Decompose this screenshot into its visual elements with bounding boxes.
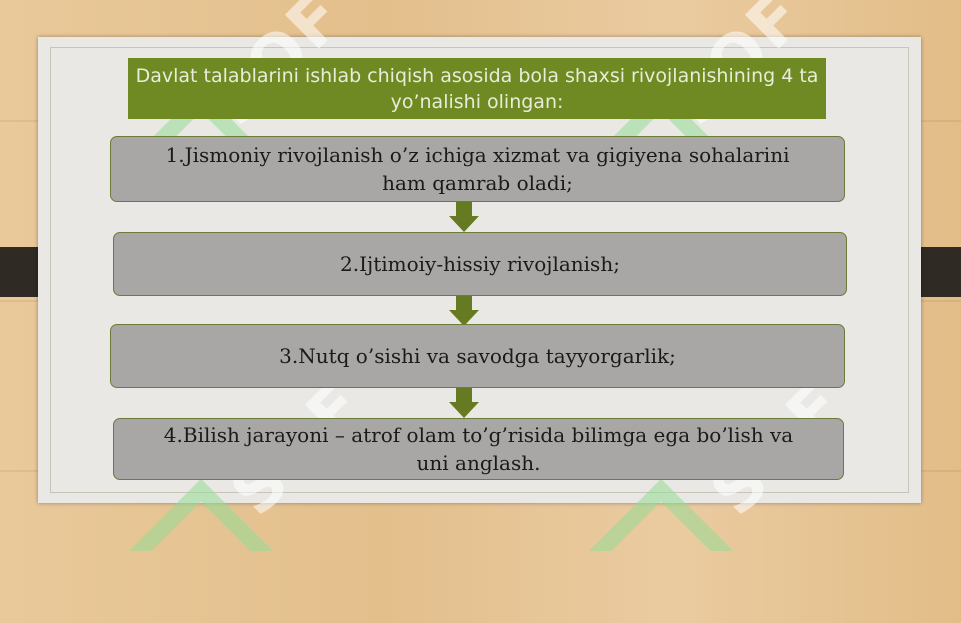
step-3-label: 3.Nutq o’sishi va savodga tayyorgarlik; — [279, 344, 676, 368]
step-4-box: 4.Bilish jarayoni – atrof olam to’g’risi… — [113, 418, 844, 480]
down-arrow-icon — [449, 202, 479, 234]
board-inner-frame — [50, 47, 909, 493]
step-2-box: 2.Ijtimoiy-hissiy rivojlanish; — [113, 232, 847, 296]
step-3-box: 3.Nutq o’sishi va savodga tayyorgarlik; — [110, 324, 845, 388]
diagram-title: Davlat talablarini ishlab chiqish asosid… — [128, 58, 826, 119]
step-4-label: 4.Bilish jarayoni – atrof olam to’g’risi… — [163, 423, 794, 475]
step-2-label: 2.Ijtimoiy-hissiy rivojlanish; — [340, 252, 620, 276]
down-arrow-icon — [449, 296, 479, 328]
step-1-label: 1.Jismoniy rivojlanish o’z ichiga xizmat… — [165, 143, 790, 195]
down-arrow-icon — [449, 388, 479, 420]
step-1-box: 1.Jismoniy rivojlanish o’z ichiga xizmat… — [110, 136, 845, 202]
